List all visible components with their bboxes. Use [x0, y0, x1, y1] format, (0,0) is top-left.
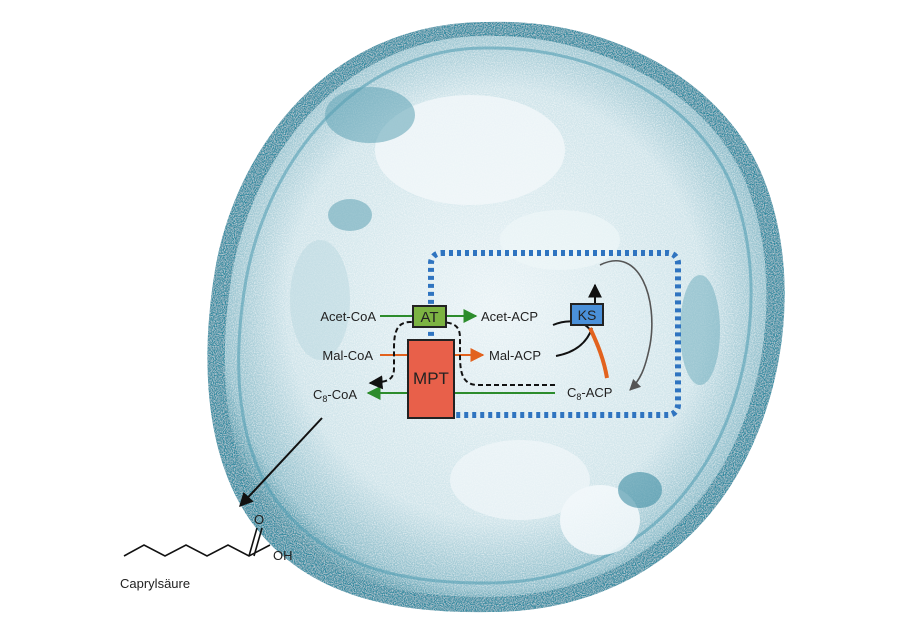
organelle — [290, 240, 350, 360]
label-c8-coa: C8-CoA — [313, 387, 357, 404]
enzyme-mpt: MPT — [408, 340, 454, 418]
oxygen-label: O — [254, 512, 264, 527]
label-acet-acp: Acet-ACP — [481, 309, 538, 324]
label-acet-coa: Acet-CoA — [320, 309, 376, 324]
c8-acp-tail: -ACP — [581, 385, 612, 400]
c8-coa-c: C — [313, 387, 322, 402]
enzyme-at: AT — [413, 306, 446, 327]
organelle — [328, 199, 372, 231]
at-label: AT — [420, 309, 438, 326]
organelle — [618, 472, 662, 508]
carbon-chain — [124, 545, 270, 556]
organelle — [680, 275, 720, 385]
label-mal-coa: Mal-CoA — [322, 348, 373, 363]
c8-acp-c: C — [567, 385, 576, 400]
mpt-label: MPT — [413, 369, 449, 388]
label-c8-acp: C8-ACP — [567, 385, 612, 402]
organelle — [325, 87, 415, 143]
ks-label: KS — [578, 307, 597, 323]
enzyme-ks: KS — [571, 304, 603, 325]
organelle — [450, 440, 590, 520]
label-mal-acp: Mal-ACP — [489, 348, 541, 363]
hydroxyl-label: OH — [273, 548, 293, 563]
organelle — [500, 210, 620, 270]
product-name: Caprylsäure — [120, 576, 190, 591]
c8-coa-tail: -CoA — [327, 387, 357, 402]
